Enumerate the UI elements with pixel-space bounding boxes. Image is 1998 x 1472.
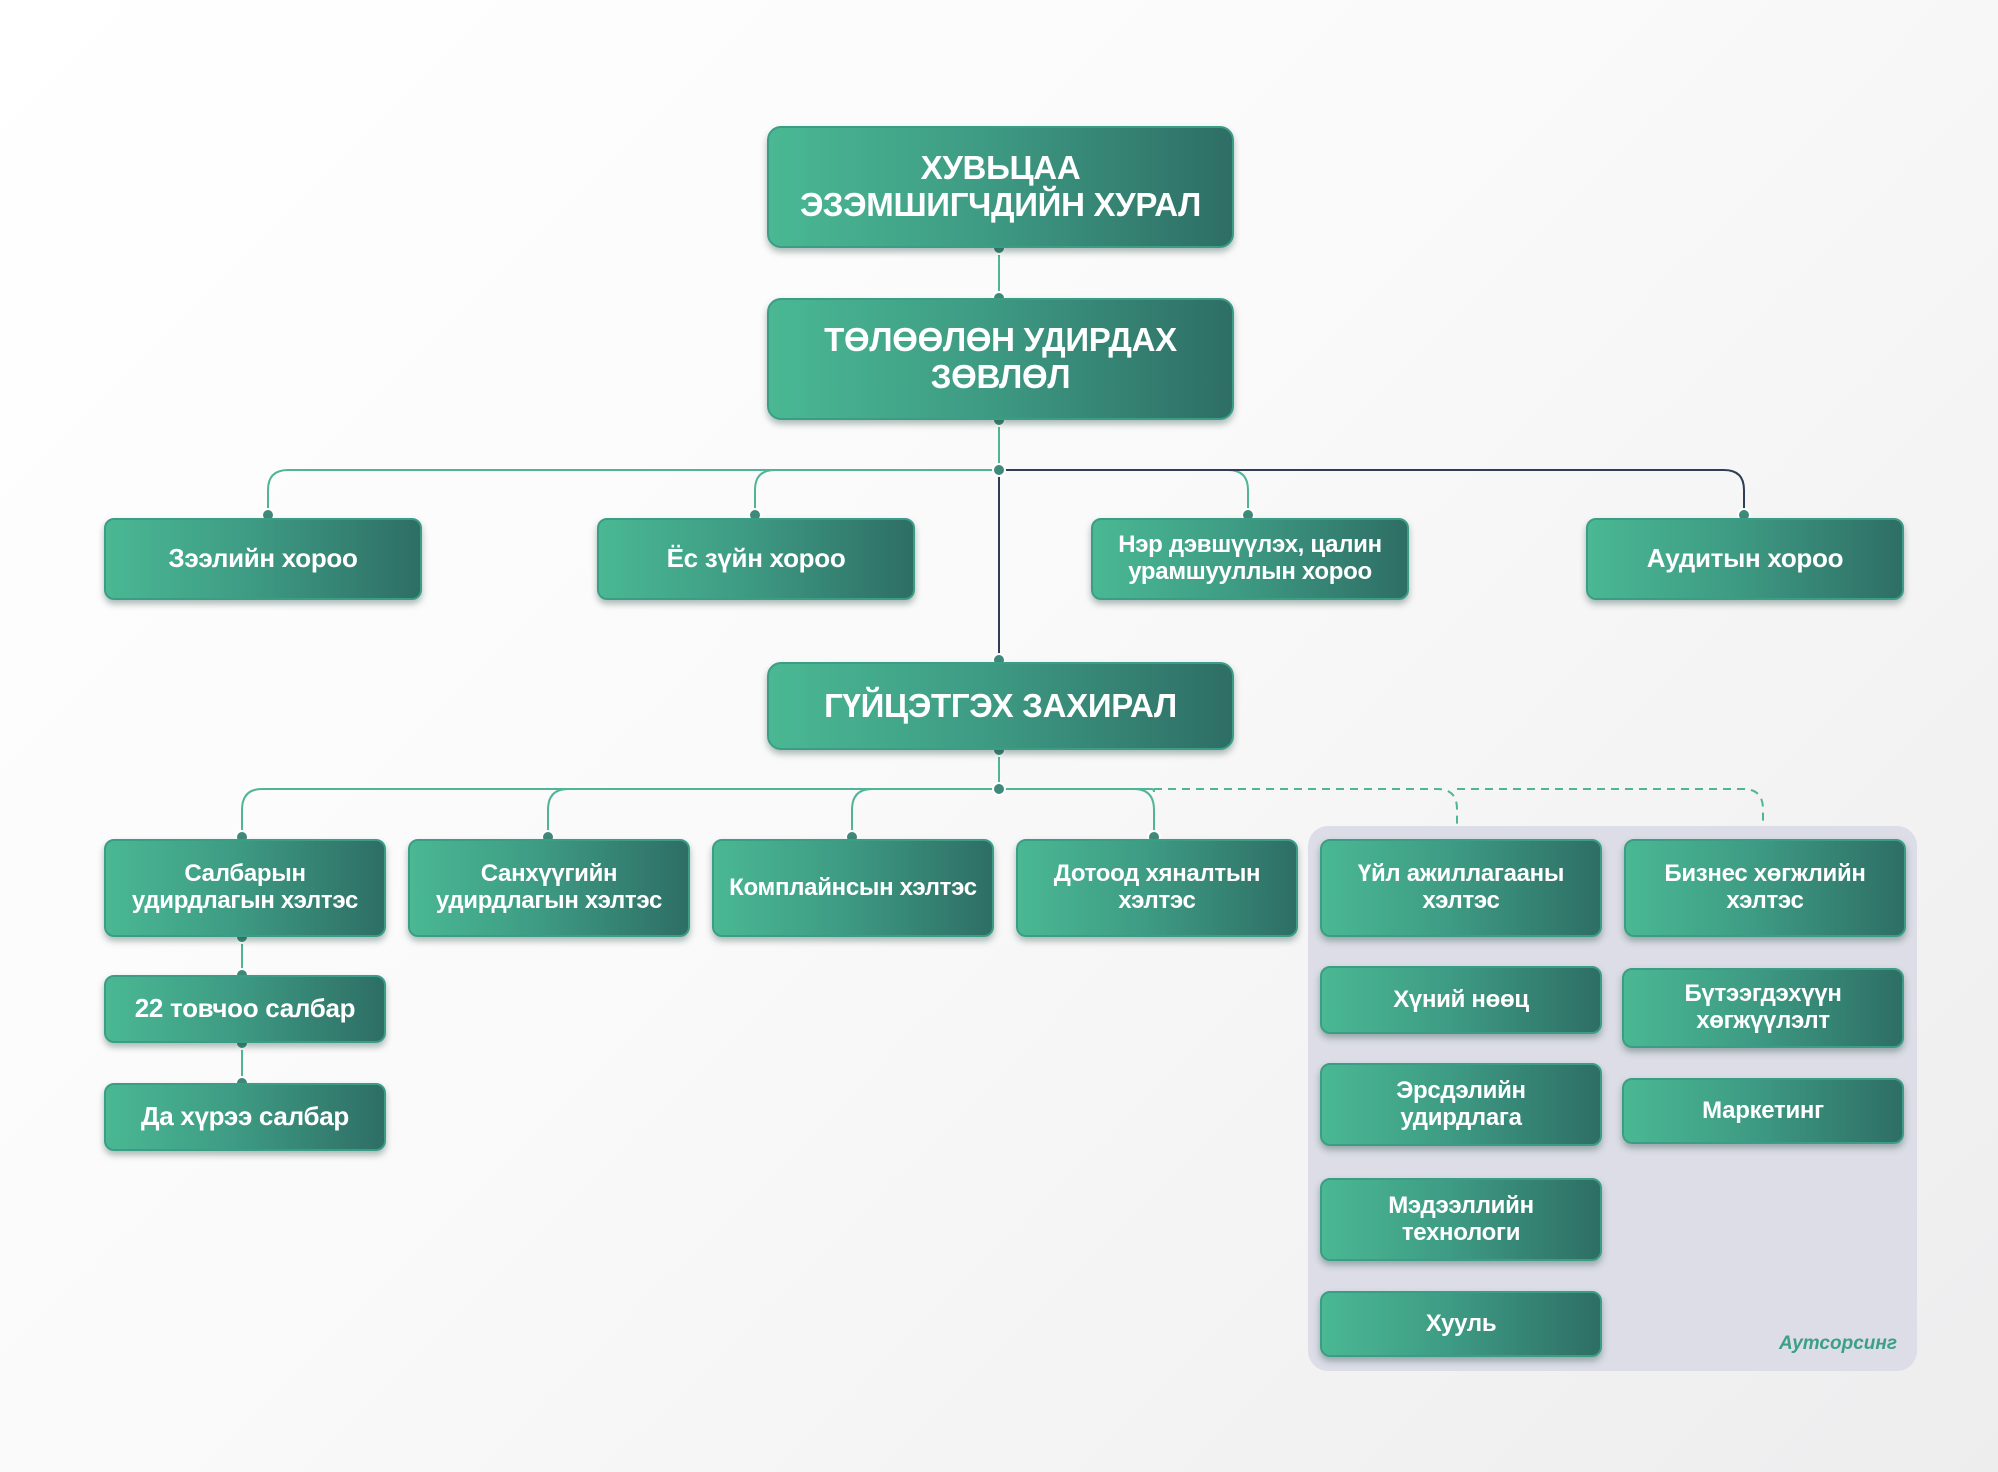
product-development-node[interactable]: Бүтээгдэхүүн хөгжүүлэлт xyxy=(1622,968,1904,1048)
shareholders-meeting-node[interactable]: ХУВЬЦАА ЭЗЭМШИГЧДИЙН ХУРАЛ xyxy=(767,126,1234,248)
risk-management-node[interactable]: Эрсдэлийн удирдлага xyxy=(1320,1063,1602,1146)
legal-node[interactable]: Хууль xyxy=(1320,1291,1602,1357)
ceo-node[interactable]: ГҮЙЦЭТГЭХ ЗАХИРАЛ xyxy=(767,662,1234,750)
human-resources-node[interactable]: Хүний нөөц xyxy=(1320,966,1602,1034)
information-technology-node[interactable]: Мэдээллийн технологи xyxy=(1320,1178,1602,1261)
business-development-dept-node[interactable]: Бизнес хөгжлийн хэлтэс xyxy=(1624,839,1906,937)
internal-control-dept-node[interactable]: Дотоод хяналтын хэлтэс xyxy=(1016,839,1298,937)
branch-da-khuree-node[interactable]: Да хүрээ салбар xyxy=(104,1083,386,1151)
committee-audit-node[interactable]: Аудитын хороо xyxy=(1586,518,1904,600)
branch-management-dept-node[interactable]: Салбарын удирдлагын хэлтэс xyxy=(104,839,386,937)
finance-management-dept-node[interactable]: Санхүүгийн удирдлагын хэлтэс xyxy=(408,839,690,937)
committee-nomination-remuneration-node[interactable]: Нэр дэвшүүлэх, цалин урамшууллын хороо xyxy=(1091,518,1409,600)
compliance-dept-node[interactable]: Комплайнсын хэлтэс xyxy=(712,839,994,937)
outsourcing-label: Аутсорсинг xyxy=(1778,1333,1897,1354)
committee-ethics-node[interactable]: Ёс зүйн хороо xyxy=(597,518,915,600)
committee-credit-node[interactable]: Зээлийн хороо xyxy=(104,518,422,600)
branch-22-node[interactable]: 22 товчоо салбар xyxy=(104,975,386,1043)
board-of-directors-node[interactable]: ТӨЛӨӨЛӨН УДИРДАХ ЗӨВЛӨЛ xyxy=(767,298,1234,420)
marketing-node[interactable]: Маркетинг xyxy=(1622,1078,1904,1144)
operations-dept-node[interactable]: Үйл ажиллагааны хэлтэс xyxy=(1320,839,1602,937)
